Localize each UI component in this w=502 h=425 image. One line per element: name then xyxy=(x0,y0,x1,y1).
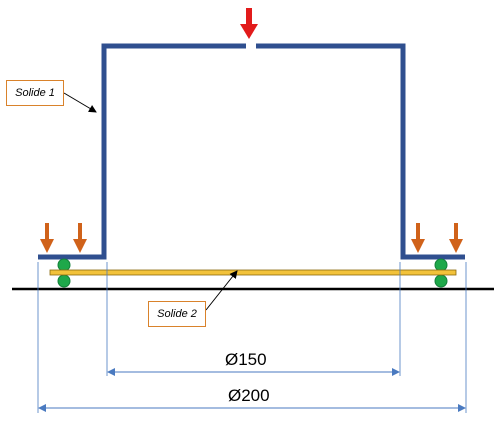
side-load-arrow-icon xyxy=(411,223,425,253)
roller-icon xyxy=(434,258,448,272)
dimension-label-inner: Ø150 xyxy=(225,350,267,369)
side-load-arrow-icon xyxy=(73,223,87,253)
solid-1-frame-right xyxy=(256,43,465,260)
solid-2-plate xyxy=(49,269,457,276)
callout-solide-2: Solide 2 xyxy=(148,301,206,327)
leader-line-solide-1 xyxy=(63,92,97,113)
roller-icon xyxy=(57,258,71,272)
callout-label: Solide 2 xyxy=(157,308,197,320)
roller-icon xyxy=(57,274,71,288)
side-load-arrow-icon xyxy=(449,223,463,253)
callout-solide-1: Solide 1 xyxy=(6,80,64,106)
callout-label: Solide 1 xyxy=(15,87,55,99)
dimension-label-outer: Ø200 xyxy=(228,386,270,405)
roller-icon xyxy=(434,274,448,288)
central-load-arrow-icon xyxy=(240,8,258,39)
solid-1-frame-left xyxy=(38,43,246,260)
side-load-arrow-icon xyxy=(40,223,54,253)
leader-line-solide-2 xyxy=(205,270,238,311)
